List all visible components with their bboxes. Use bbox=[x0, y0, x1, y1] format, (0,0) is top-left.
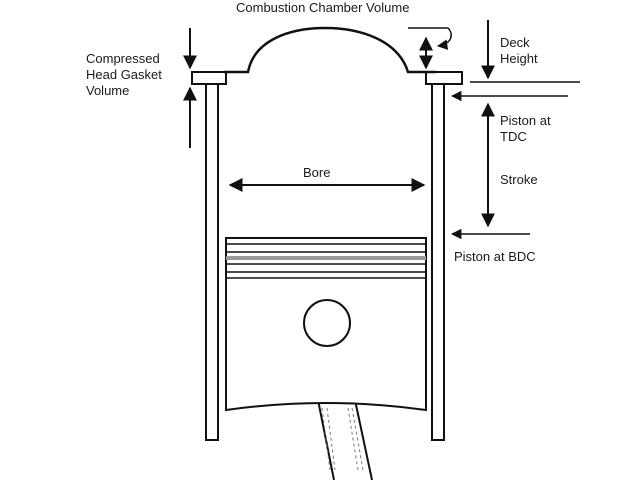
label-piston-at-bdc: Piston at BDC bbox=[454, 249, 536, 264]
label-compressed-head-gasket-volume: Compressed Head Gasket Volume bbox=[86, 51, 162, 98]
wrist-pin bbox=[303, 299, 351, 347]
label-piston-at-tdc: Piston at TDC bbox=[500, 113, 551, 144]
combustion-chamber-arrows bbox=[408, 27, 452, 70]
label-bore: Bore bbox=[303, 165, 331, 180]
connecting-rod bbox=[317, 399, 373, 480]
label-combustion-chamber-volume: Combustion Chamber Volume bbox=[236, 0, 410, 15]
cylinder-wall-right bbox=[431, 83, 445, 441]
head-gasket-right bbox=[425, 71, 463, 85]
label-deck-height: Deck Height bbox=[500, 35, 538, 66]
deck-height-lines bbox=[450, 20, 580, 102]
cylinder-wall-left bbox=[205, 83, 219, 441]
piston bbox=[225, 237, 427, 412]
label-stroke: Stroke bbox=[500, 172, 538, 187]
combustion-chamber bbox=[224, 26, 436, 74]
head-gasket-left bbox=[191, 71, 227, 85]
